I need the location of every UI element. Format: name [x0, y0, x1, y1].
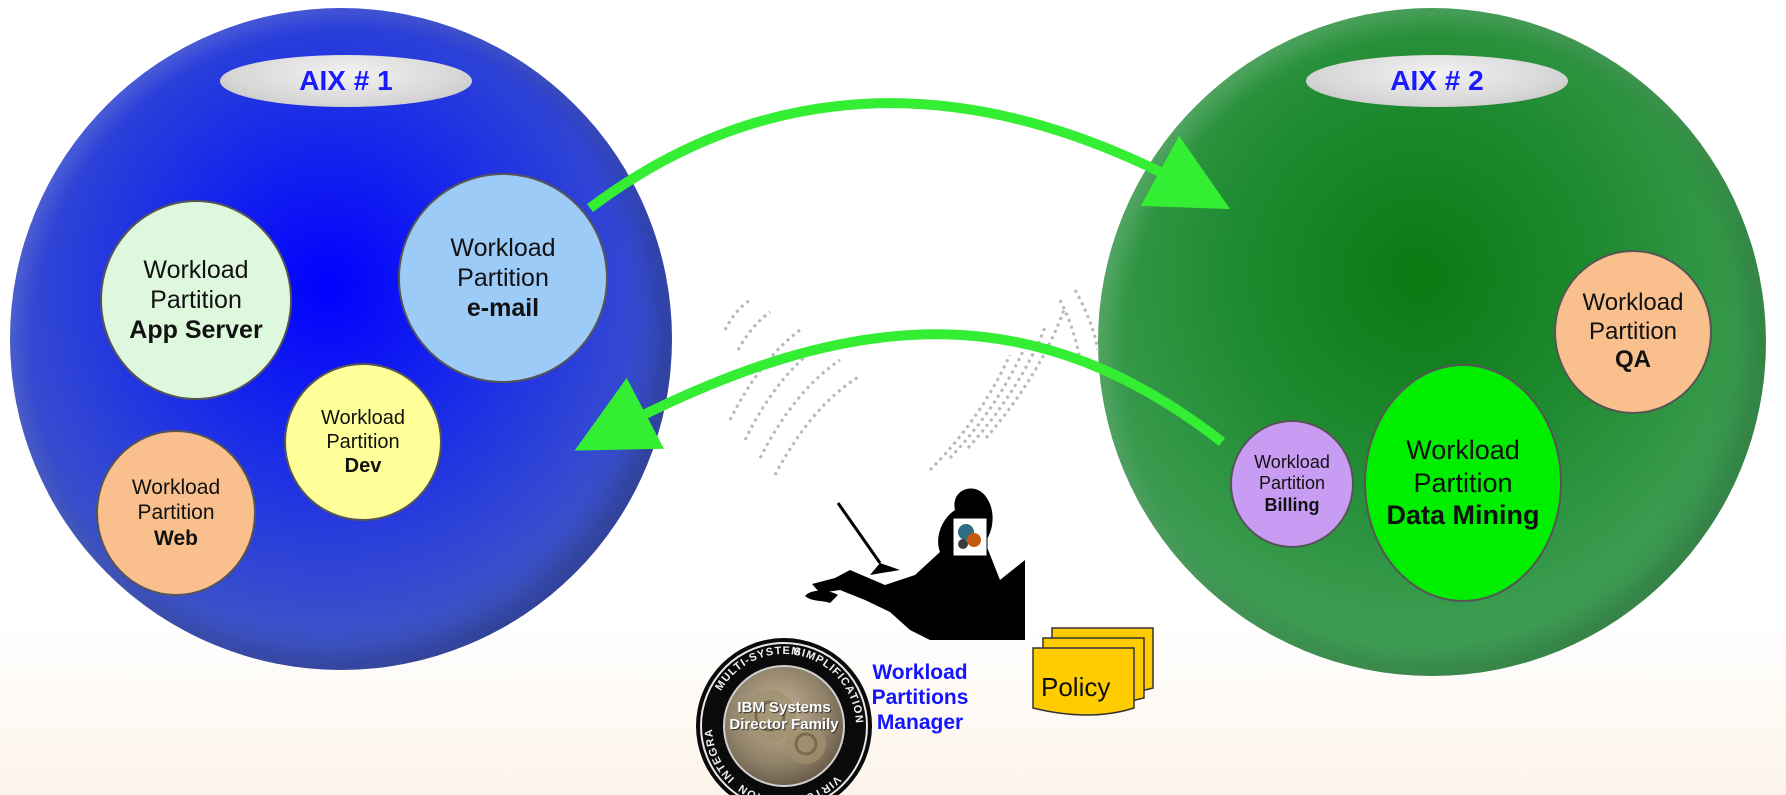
partition-name: Billing: [1264, 494, 1320, 515]
policy-documents-icon: [1032, 627, 1154, 716]
partition-dev: Workload Partition Dev: [284, 363, 442, 521]
partition-line2: Partition: [1588, 317, 1678, 345]
partition-qa: Workload Partition QA: [1554, 250, 1712, 414]
partition-name: Data Mining: [1386, 500, 1540, 531]
manager-line1: Workload: [872, 661, 968, 684]
aix1-label-text: AIX # 1: [299, 65, 393, 96]
partition-name: Dev: [344, 455, 382, 477]
partition-email: Workload Partition e-mail: [398, 173, 608, 383]
partition-data-mining: Workload Partition Data Mining: [1364, 364, 1562, 602]
partition-name: App Server: [129, 316, 263, 344]
partition-web: Workload Partition Web: [96, 430, 256, 596]
migration-arrow-to-aix2: [586, 98, 1231, 212]
partition-line2: Partition: [1413, 467, 1513, 498]
partition-line1: Workload: [143, 256, 249, 284]
signal-waves-right: [928, 289, 1100, 472]
partition-line1: Workload: [320, 407, 406, 429]
partition-line1: Workload: [1254, 451, 1330, 472]
partition-name: e-mail: [466, 294, 540, 322]
partition-line2: Partition: [137, 501, 215, 525]
partition-line1: Workload: [1406, 435, 1520, 466]
badge-line1: IBM Systems: [737, 699, 831, 716]
partition-line2: Partition: [326, 431, 400, 453]
partition-line2: Partition: [1258, 473, 1326, 494]
badge-line2: Director Family: [729, 715, 839, 733]
partition-line2: Partition: [457, 264, 549, 292]
partition-line1: Workload: [1582, 288, 1684, 316]
migration-arrow-to-aix1: [574, 329, 1226, 451]
ibm-director-badge-icon: VIRTUALIZATION SIMPLIFICATION INTEGRATIO…: [696, 638, 872, 795]
partition-line1: Workload: [450, 234, 556, 262]
aix1-label: AIX # 1: [220, 55, 472, 107]
partition-billing: Workload Partition Billing: [1230, 420, 1354, 548]
badge-title: IBM Systems Director Family: [714, 699, 854, 733]
aix2-label: AIX # 2: [1306, 55, 1568, 107]
manager-line2: Partitions: [871, 686, 969, 710]
partition-name: QA: [1615, 346, 1651, 374]
signal-waves-left: [723, 298, 861, 476]
partition-line1: Workload: [131, 476, 221, 500]
partition-app-server: Workload Partition App Server: [100, 200, 292, 400]
conductor-icon: [805, 488, 1025, 640]
partition-name: Web: [154, 526, 198, 550]
partition-line2: Partition: [150, 286, 242, 314]
manager-line3: Manager: [876, 711, 964, 735]
policy-label: Policy: [1041, 672, 1111, 702]
aix2-label-text: AIX # 2: [1390, 65, 1484, 96]
manager-label: Workload Partitions Manager: [855, 660, 985, 736]
